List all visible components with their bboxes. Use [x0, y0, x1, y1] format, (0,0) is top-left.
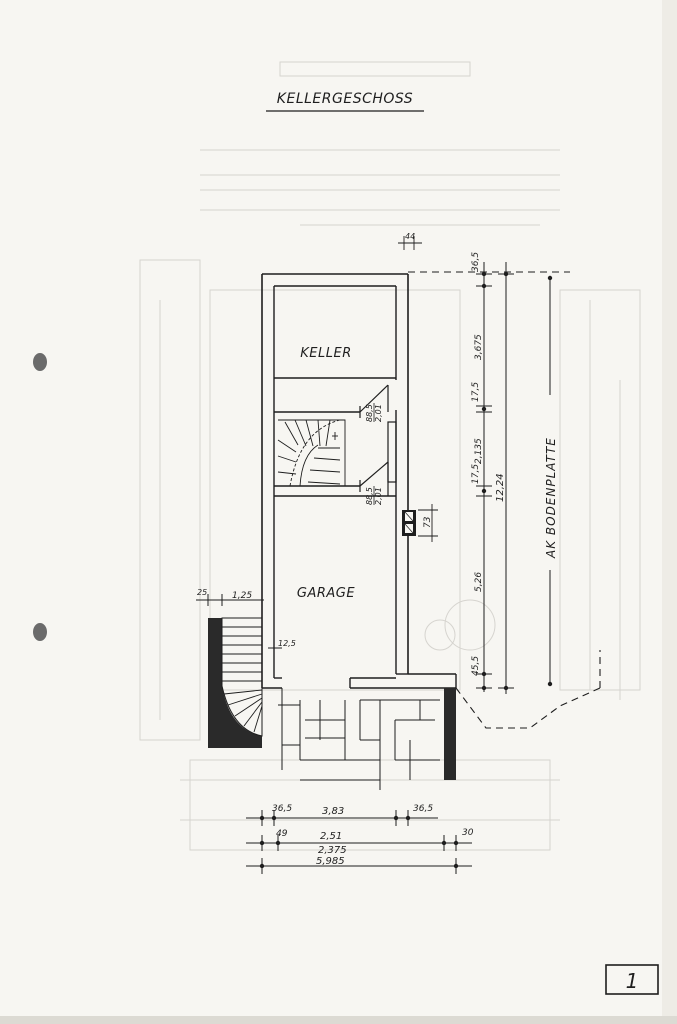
- door-upper-height: 2,01: [374, 404, 383, 422]
- side-dimension-line: [196, 594, 282, 656]
- chimney-dimension-label: 73: [423, 516, 433, 528]
- dim-row2-mid-a: 2,51: [320, 831, 342, 842]
- dim-row2-right: 30: [462, 828, 474, 838]
- room-label-garage: GARAGE: [297, 586, 355, 601]
- staircase-interior: [277, 419, 346, 487]
- drawing-title: KELLERGESCHOSS: [277, 91, 413, 107]
- bodenplatte-dot-top: [547, 275, 553, 281]
- dim-small: 12,5: [278, 639, 296, 648]
- dim-total: 12,24: [495, 473, 506, 502]
- horizontal-dimension-lines: [246, 810, 472, 874]
- exterior-stair: [208, 617, 263, 748]
- drawing-title-group: KELLERGESCHOSS: [266, 91, 424, 112]
- dim-row2-left: 49: [276, 829, 288, 839]
- horizontal-dimension-dots: [259, 815, 459, 869]
- door-upper-width: 88,5: [365, 404, 374, 422]
- bodenplatte-dot-bottom: [547, 681, 553, 687]
- top-wall-dimension: [398, 236, 422, 250]
- dimension-dots: [481, 271, 509, 691]
- paper-edge-shadow: [662, 0, 677, 1024]
- dim-keller: 3,675: [474, 334, 484, 360]
- room-label-keller: KELLER: [300, 346, 351, 361]
- door-lower-width: 88,5: [365, 487, 374, 505]
- chimney: [402, 510, 416, 536]
- bodenplatte-label: AK BODENPLATTE: [544, 437, 558, 559]
- dim-left-wall: 25: [197, 588, 207, 597]
- dim-row1-left: 36,5: [272, 804, 292, 814]
- paving-pattern: [278, 688, 440, 790]
- dim-garage: 5,26: [474, 572, 484, 592]
- dim-bottom-small: 45,5: [471, 656, 481, 676]
- dim-stair-width: 1,25: [232, 591, 252, 601]
- dim-row2-mid-b: 2,375: [318, 845, 347, 856]
- top-wall-dimension-label: 44: [405, 232, 415, 241]
- dim-top-small: 36,5: [471, 252, 481, 272]
- door-upper: [359, 384, 389, 418]
- dim-stair: 2,135: [474, 438, 484, 464]
- show-through-background: [139, 61, 641, 851]
- retaining-wall-right: [444, 688, 456, 780]
- total-dimension-line: [498, 262, 514, 694]
- page-number-box: 1: [605, 964, 659, 995]
- punch-hole-top: [33, 353, 47, 371]
- chimney-dimension: [418, 504, 438, 542]
- door-lower: [359, 461, 389, 496]
- page-number: 1: [626, 969, 639, 993]
- dim-row1-right: 36,5: [413, 804, 433, 814]
- dim-wall-2: 17,5: [471, 464, 481, 484]
- door-lower-height: 2,01: [374, 487, 383, 505]
- dim-row1-mid: 3,83: [322, 806, 344, 817]
- dim-row3-total: 5,985: [316, 856, 345, 867]
- paper-bottom-strip: [0, 1016, 677, 1024]
- punch-hole-bottom: [33, 623, 47, 641]
- dim-wall-1: 17,5: [471, 382, 481, 402]
- bodenplatte-outline: [408, 271, 601, 729]
- building-outline: [261, 273, 457, 689]
